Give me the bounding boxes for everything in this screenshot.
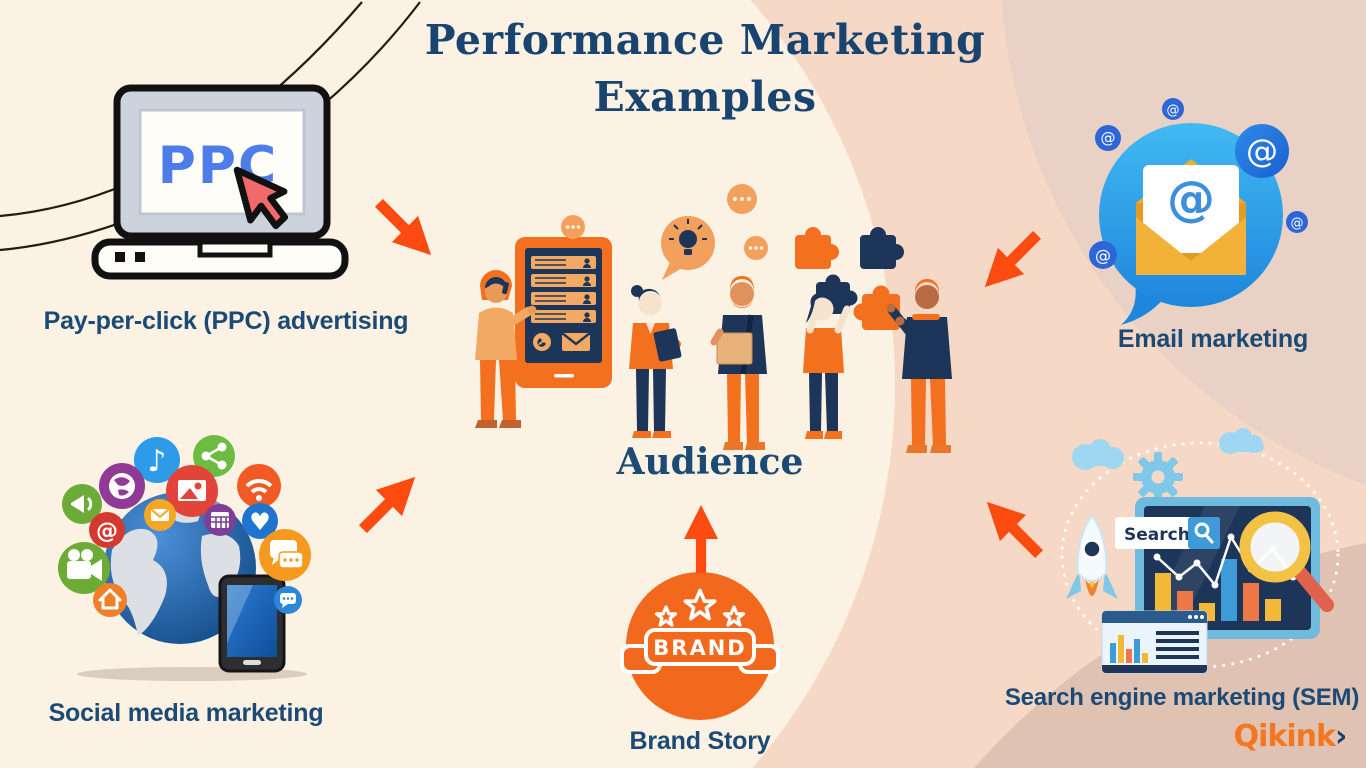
arrow-social-to-audience bbox=[344, 458, 433, 547]
audience-illustration bbox=[475, 184, 952, 453]
audience-label: Audience bbox=[616, 441, 804, 483]
arrow-sem-to-audience bbox=[968, 483, 1057, 572]
cursor-icon bbox=[233, 166, 289, 230]
svg-text:@: @ bbox=[1291, 216, 1304, 231]
arrow-ppc-to-audience bbox=[360, 184, 449, 273]
ppc-label: Pay-per-click (PPC) advertising bbox=[43, 307, 409, 335]
svg-text:@: @ bbox=[96, 519, 118, 544]
megaphone-icon bbox=[62, 484, 102, 524]
tablet bbox=[218, 574, 286, 673]
qikink-logo-text: Qikink bbox=[1233, 719, 1336, 754]
music-icon: ♪ bbox=[134, 437, 180, 483]
chevron-right-icon: › bbox=[1334, 719, 1347, 754]
search-bar: Search bbox=[1115, 517, 1220, 549]
chat-icon bbox=[259, 529, 311, 581]
ppc-illustration: PPC bbox=[91, 84, 349, 280]
speech-bubbles bbox=[561, 184, 768, 280]
share-icon bbox=[193, 435, 235, 477]
contact-kiosk bbox=[515, 237, 612, 388]
magnifier-icon bbox=[1194, 522, 1214, 544]
search-bar-text: Search bbox=[1124, 525, 1190, 545]
calendar-icon bbox=[204, 504, 236, 536]
svg-text:@: @ bbox=[1101, 129, 1116, 147]
svg-text:♥: ♥ bbox=[249, 508, 271, 536]
heart-icon: ♥ bbox=[242, 503, 278, 539]
gear-icon bbox=[1133, 452, 1183, 502]
phone-icon bbox=[533, 333, 551, 351]
email-illustration: @ @ @ @ @ @ bbox=[1089, 98, 1308, 325]
laptop-notch bbox=[197, 239, 273, 258]
puzzle-piece-orange bbox=[795, 227, 839, 269]
rocket-icon bbox=[1066, 513, 1118, 599]
qikink-logo: Qikink› bbox=[1215, 719, 1365, 754]
envelope-at-symbol: @ bbox=[1167, 171, 1215, 227]
person-woman-phone bbox=[475, 270, 537, 428]
stars-icon bbox=[654, 588, 746, 627]
magnifying-glass bbox=[1239, 511, 1334, 612]
lightbulb-icon bbox=[669, 219, 707, 255]
page-title-line2: Examples bbox=[593, 73, 817, 121]
brand-story-illustration: BRAND bbox=[620, 572, 780, 720]
email-label: Email marketing bbox=[1117, 325, 1309, 353]
chat-small-icon bbox=[274, 586, 302, 614]
page-title-line1: Performance Marketing bbox=[424, 16, 986, 64]
globe-icon bbox=[99, 463, 145, 509]
at-badge-icon: @ bbox=[1235, 124, 1289, 178]
at-badge-icon: @ bbox=[1095, 125, 1121, 151]
home-icon bbox=[93, 583, 127, 617]
arrow-brand-to-audience bbox=[677, 505, 725, 573]
social-media-illustration: ♪ bbox=[58, 435, 311, 681]
laptop-key-dot bbox=[135, 252, 145, 262]
puzzle-piece-navy bbox=[860, 227, 904, 269]
mini-browser-window bbox=[1101, 610, 1208, 674]
mail-icon bbox=[561, 332, 591, 351]
cloud-icon bbox=[1072, 439, 1124, 470]
arrow-email-to-audience bbox=[966, 216, 1055, 305]
bar-chart bbox=[1155, 559, 1281, 621]
at-badge-icon: @ bbox=[1162, 98, 1184, 120]
brand-badge-text: BRAND bbox=[653, 636, 746, 660]
person-woman-puzzle bbox=[803, 274, 858, 439]
at-badge-icon: @ bbox=[1286, 211, 1308, 233]
at-icon: @ bbox=[89, 512, 125, 548]
social-label: Social media marketing bbox=[48, 699, 324, 727]
brand-banner: BRAND bbox=[620, 628, 780, 674]
svg-text:@: @ bbox=[1246, 132, 1278, 170]
svg-text:@: @ bbox=[1167, 103, 1180, 118]
laptop-key-dot bbox=[115, 252, 125, 262]
svg-text:♪: ♪ bbox=[147, 444, 166, 479]
mail-icon bbox=[144, 499, 176, 531]
person-woman-clipboard bbox=[629, 285, 682, 438]
person-man-box bbox=[710, 276, 767, 450]
svg-text:@: @ bbox=[1095, 246, 1111, 265]
at-badge-icon: @ bbox=[1089, 241, 1117, 269]
sem-label: Search engine marketing (SEM) bbox=[1004, 684, 1360, 711]
envelope-icon: @ bbox=[1136, 159, 1246, 275]
sem-illustration: Search bbox=[1060, 428, 1340, 674]
page-title: Performance Marketing Examples bbox=[380, 12, 1030, 126]
wifi-icon bbox=[237, 464, 281, 508]
cloud-icon bbox=[1219, 428, 1264, 454]
person-man-puzzle bbox=[853, 279, 952, 453]
brand-label: Brand Story bbox=[629, 727, 771, 755]
video-camera-icon bbox=[58, 542, 110, 594]
photo-icon bbox=[166, 465, 218, 517]
